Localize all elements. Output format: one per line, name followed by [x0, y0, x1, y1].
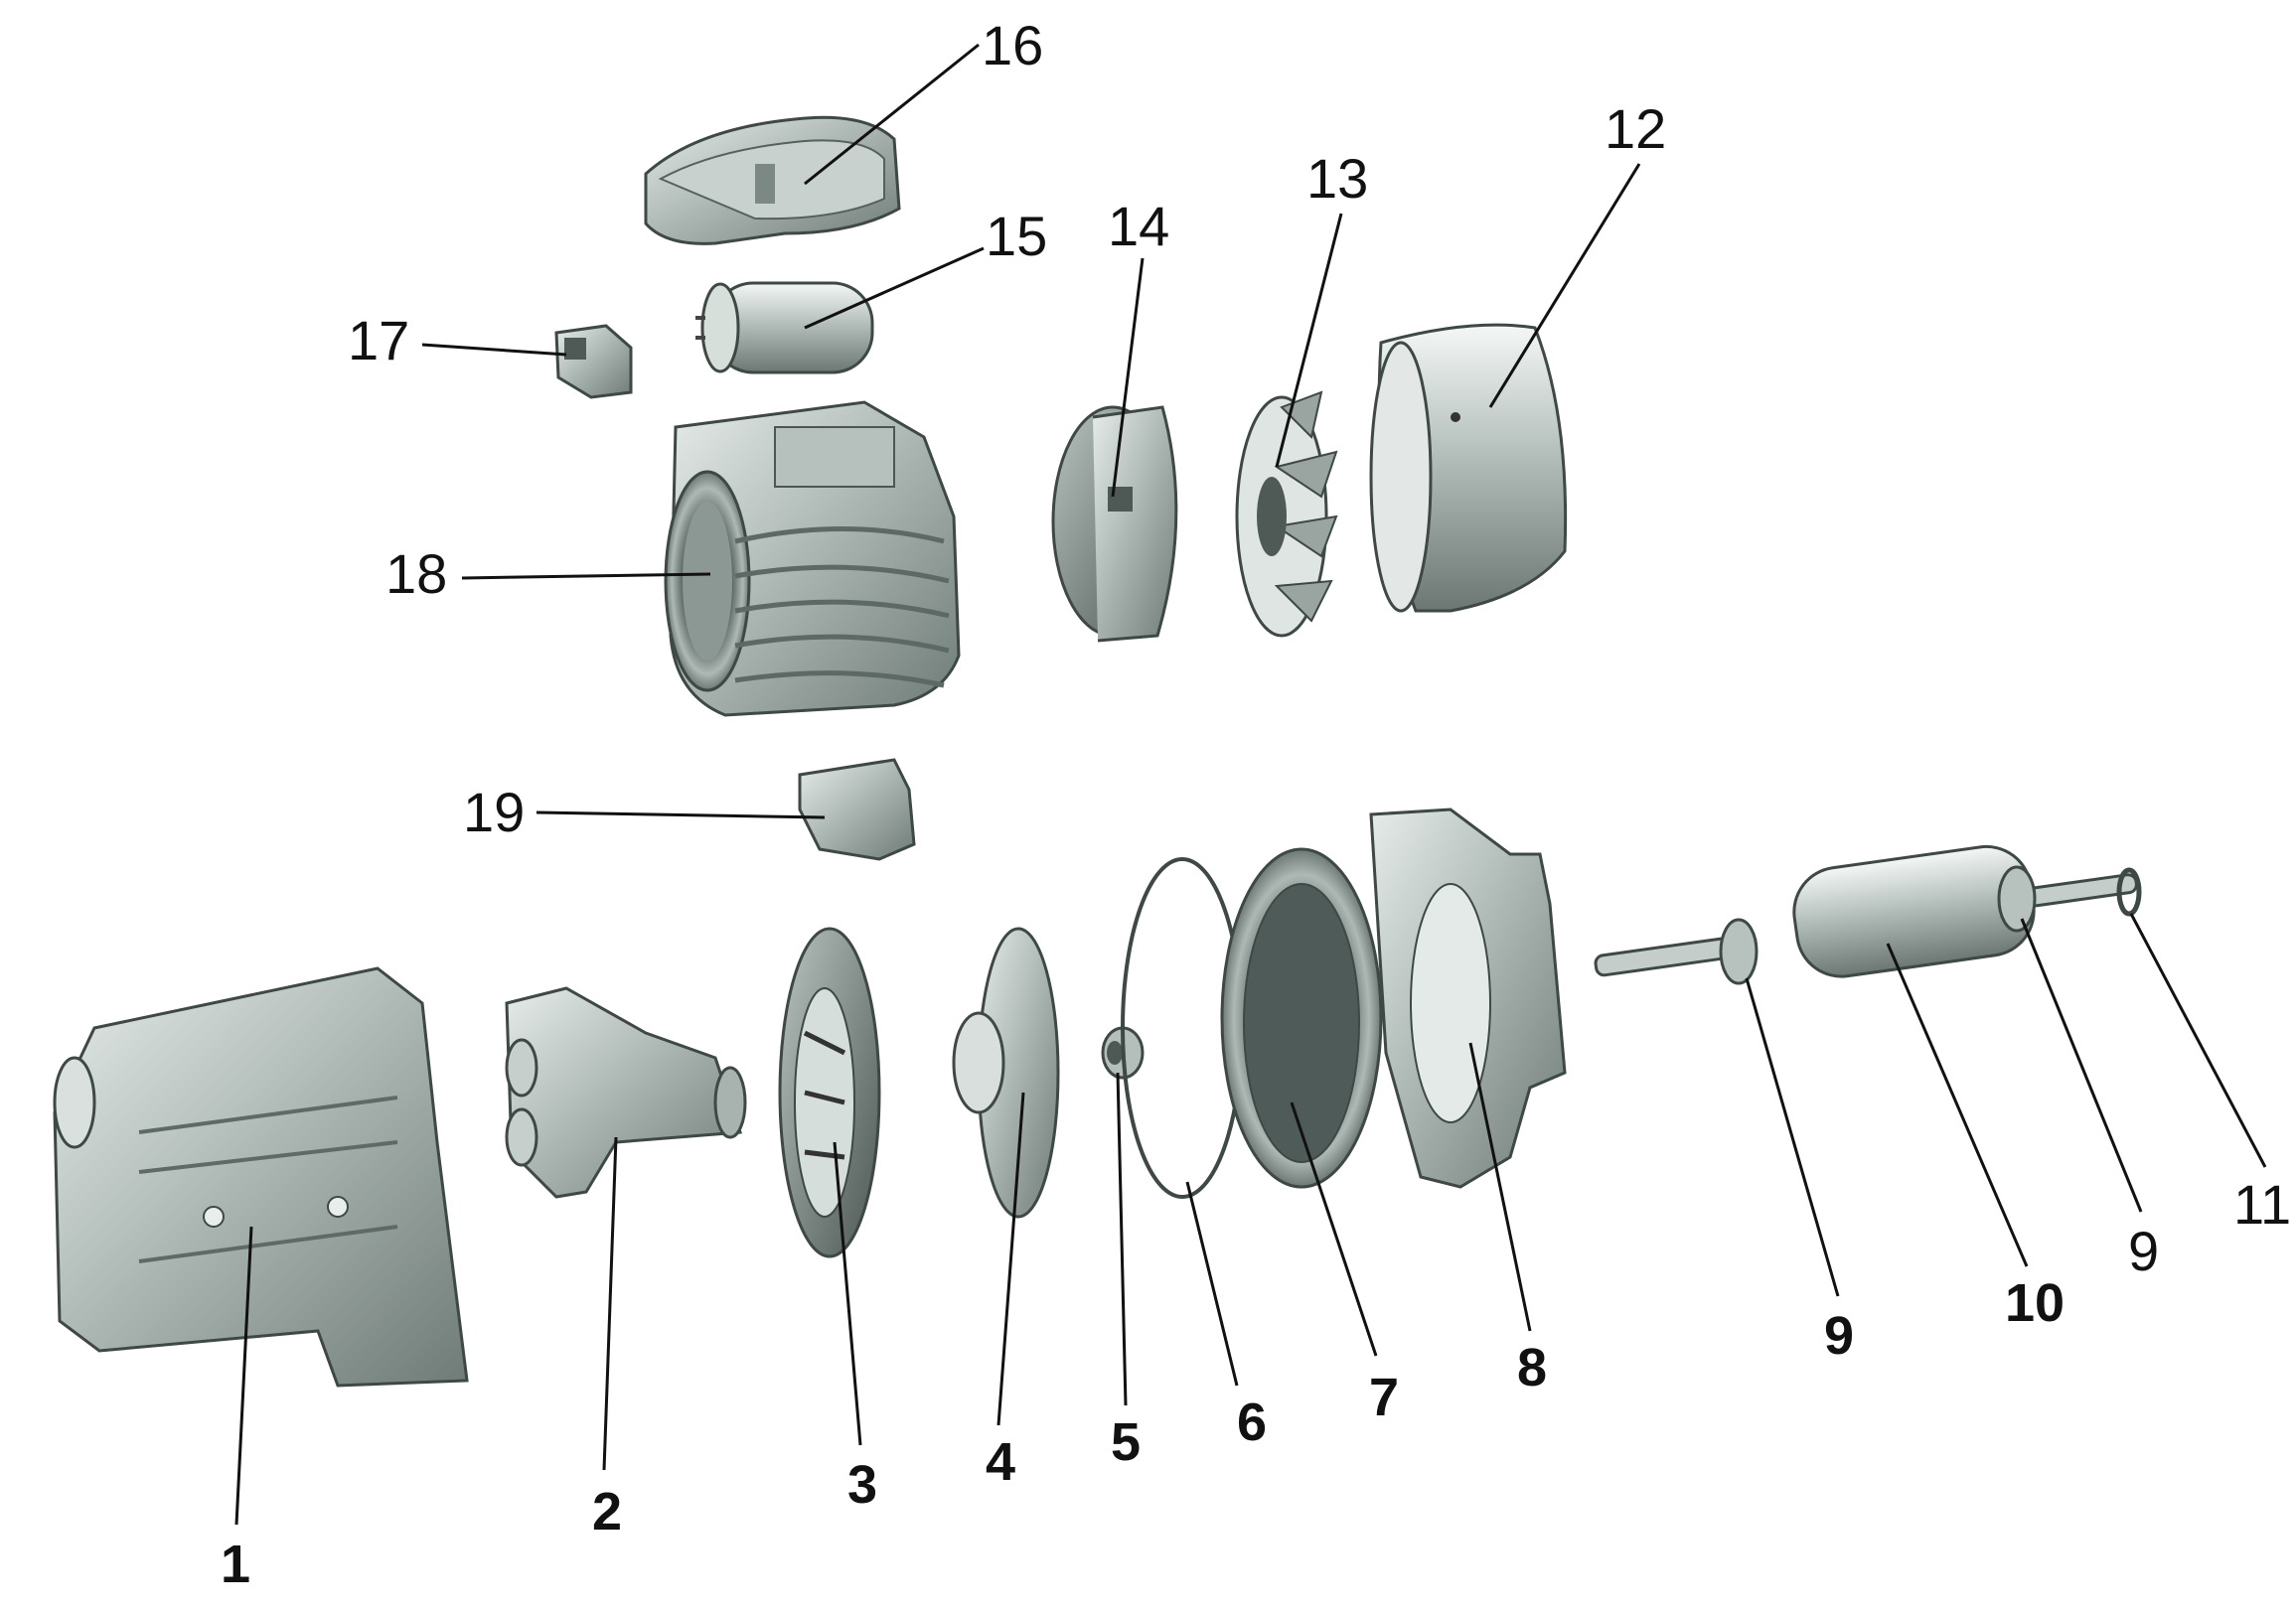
leader-12 — [1488, 163, 1641, 408]
part-4-impeller — [952, 927, 1060, 1219]
callout-8: 8 — [1517, 1338, 1548, 1397]
part-13-cooling-fan — [1235, 390, 1338, 638]
part-10-rotor-shaft — [1594, 844, 2138, 978]
leader-9-right — [2020, 918, 2143, 1213]
leader-9-left — [1745, 977, 1840, 1297]
part-9-bearing-left — [1719, 918, 1759, 985]
callout-19: 19 — [463, 781, 526, 843]
part-18-motor-housing — [664, 400, 961, 717]
leader-8 — [1468, 1042, 1532, 1332]
callout-7: 7 — [1369, 1368, 1400, 1427]
callout-17: 17 — [348, 309, 410, 371]
part-15-capacitor — [695, 281, 874, 374]
callout-3: 3 — [847, 1455, 878, 1515]
part-3-diffuser — [778, 927, 881, 1258]
callout-11: 11 — [2233, 1173, 2292, 1236]
part-11-circlip — [2116, 867, 2142, 917]
leader-15 — [804, 246, 985, 330]
leader-6 — [1185, 1181, 1239, 1387]
callout-15: 15 — [986, 205, 1048, 267]
leader-16 — [804, 43, 980, 186]
leader-2 — [602, 1136, 618, 1471]
leader-18 — [461, 572, 711, 580]
part-1-pump-body — [53, 966, 469, 1388]
callout-10: 10 — [2005, 1273, 2066, 1333]
leader-14 — [1111, 257, 1145, 498]
leader-7 — [1290, 1101, 1378, 1357]
part-19-base-bracket — [798, 758, 916, 861]
callout-5: 5 — [1111, 1412, 1142, 1472]
callout-13: 13 — [1306, 147, 1369, 210]
leader-19 — [536, 810, 826, 819]
callout-1: 1 — [221, 1535, 251, 1594]
leader-5 — [1116, 1072, 1128, 1406]
part-16-terminal-box-cover — [644, 115, 901, 245]
callout-18: 18 — [385, 542, 448, 605]
callout-6: 6 — [1237, 1393, 1268, 1452]
leader-3 — [833, 1141, 862, 1446]
leader-13 — [1275, 213, 1343, 468]
leader-10 — [1886, 943, 2029, 1267]
callout-2: 2 — [592, 1482, 623, 1541]
leader-4 — [996, 1092, 1025, 1426]
leader-1 — [234, 1226, 253, 1526]
leader-11 — [2129, 913, 2267, 1168]
leader-17 — [421, 343, 567, 357]
part-2-ejector — [505, 986, 747, 1199]
part-8-mounting-bracket — [1369, 807, 1567, 1189]
callout-4: 4 — [986, 1432, 1016, 1492]
callout-9-right: 9 — [2128, 1220, 2160, 1282]
callout-12: 12 — [1605, 97, 1667, 160]
part-12-fan-cover — [1369, 323, 1568, 613]
part-7-seal-seat — [1220, 847, 1383, 1189]
part-17-terminal-block — [554, 324, 633, 399]
callout-14: 14 — [1108, 195, 1170, 257]
leader-lines — [234, 43, 2267, 1526]
part-9-bearing-right — [1997, 865, 2037, 933]
callout-9-left: 9 — [1824, 1306, 1855, 1366]
part-14-motor-end-cover — [1051, 405, 1178, 643]
callout-16: 16 — [982, 14, 1044, 76]
